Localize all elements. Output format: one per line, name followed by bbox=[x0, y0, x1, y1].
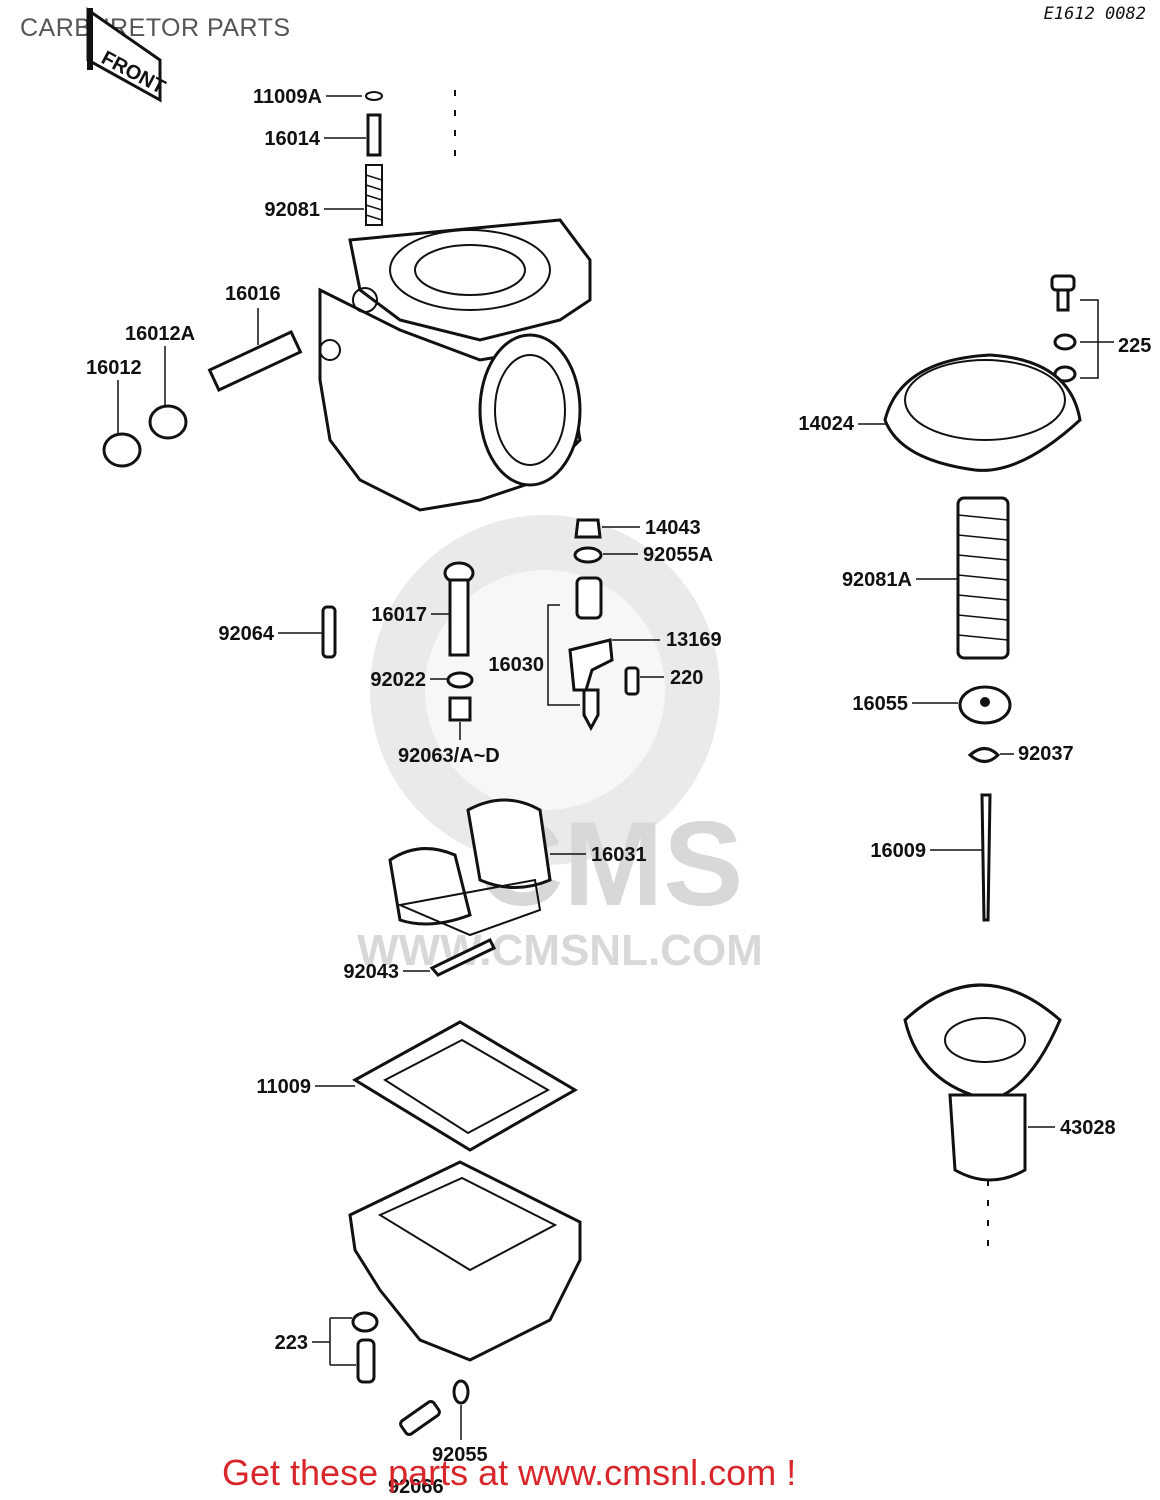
callout-223: 223 bbox=[275, 1332, 308, 1354]
callout-92081: 92081 bbox=[264, 199, 320, 221]
part-92022-washer bbox=[446, 671, 474, 689]
page-title: CARBURETOR PARTS bbox=[20, 14, 291, 42]
alignment-guides bbox=[454, 90, 989, 1260]
callout-16055: 16055 bbox=[852, 693, 908, 715]
callout-92037: 92037 bbox=[1018, 743, 1074, 765]
callout-16030: 16030 bbox=[488, 654, 544, 676]
get-parts-link[interactable]: Get these parts at www.cmsnl.com ! bbox=[222, 1452, 797, 1493]
part-float-bowl bbox=[348, 1160, 582, 1362]
part-220-screw bbox=[624, 666, 640, 696]
part-16030-float-valve bbox=[547, 576, 603, 732]
carburetor-body bbox=[318, 218, 592, 512]
part-92055-oring bbox=[452, 1379, 470, 1405]
part-14043-plug bbox=[574, 518, 602, 539]
part-225-screw-washers bbox=[1050, 274, 1077, 383]
callout-92066: 92066 bbox=[388, 1476, 444, 1498]
callout-16012: 16012 bbox=[86, 357, 142, 379]
callout-92081a: 92081A bbox=[842, 569, 912, 591]
callout-220: 220 bbox=[670, 667, 703, 689]
part-92055a-oring bbox=[573, 546, 603, 564]
parts-16016-16012 bbox=[102, 330, 303, 468]
callout-92055: 92055 bbox=[432, 1444, 488, 1466]
callout-16017: 16017 bbox=[371, 604, 427, 626]
watermark-url: WWW.CMSNL.COM bbox=[357, 926, 763, 975]
part-11009-gasket bbox=[352, 1020, 578, 1152]
callout-14024: 14024 bbox=[798, 413, 854, 435]
callout-13169: 13169 bbox=[666, 629, 722, 651]
callout-11009a: 11009A bbox=[253, 86, 322, 108]
callout-225: 225 bbox=[1118, 335, 1151, 357]
callout-92022: 92022 bbox=[370, 669, 426, 691]
callout-16016: 16016 bbox=[225, 283, 281, 305]
parts-16014-11009a bbox=[365, 91, 383, 226]
part-16055-holder bbox=[958, 685, 1012, 725]
part-43028-slide bbox=[903, 983, 1062, 1182]
callout-14043: 14043 bbox=[645, 517, 701, 539]
part-13169-plate bbox=[568, 638, 614, 692]
part-92081a-spring bbox=[956, 496, 1010, 660]
part-92066-drain-screw bbox=[399, 1400, 441, 1436]
part-92064-screw bbox=[321, 605, 337, 659]
part-92037-clip bbox=[967, 747, 1001, 763]
part-16017-needle-jet bbox=[443, 561, 475, 657]
callout-92055a: 92055A bbox=[643, 544, 713, 566]
diagram-code: E1612 0082 bbox=[1043, 4, 1146, 24]
callout-92063: 92063/A~D bbox=[398, 745, 500, 767]
callout-92064: 92064 bbox=[218, 623, 274, 645]
part-92043-pin bbox=[429, 938, 497, 977]
callout-16031: 16031 bbox=[591, 844, 647, 866]
callout-11009: 11009 bbox=[256, 1076, 311, 1098]
part-92063-main-jet bbox=[448, 696, 472, 722]
part-16009-jet-needle bbox=[980, 793, 992, 922]
callout-16009: 16009 bbox=[870, 840, 926, 862]
callout-92043: 92043 bbox=[343, 961, 399, 983]
part-14024-top-cover bbox=[883, 353, 1082, 472]
callout-43028: 43028 bbox=[1060, 1117, 1116, 1139]
callout-16012a: 16012A bbox=[125, 323, 195, 345]
part-16031-float bbox=[388, 798, 552, 937]
callout-16014: 16014 bbox=[264, 128, 320, 150]
part-223-screws bbox=[351, 1311, 379, 1384]
front-direction-arrow: FRONT bbox=[86, 7, 169, 103]
callout-labels: 11009A 16014 92081 16016 16012A 16012 22… bbox=[86, 86, 1151, 1498]
